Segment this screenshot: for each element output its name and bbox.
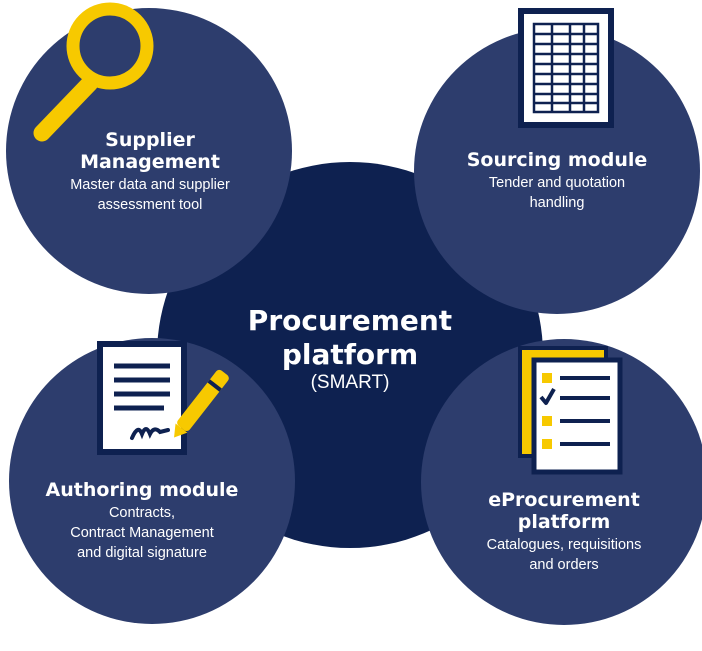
eprocurement-title-line1: eProcurement [488,489,640,511]
center-title: Procurement platform [207,304,493,372]
supplier-desc-line2: assessment tool [97,197,203,213]
eprocurement-desc-line2: and orders [529,557,599,573]
sourcing-desc-line1: Tender and quotation [488,175,626,191]
center-subtitle: (SMART) [310,372,390,393]
spreadsheet-icon [518,8,614,128]
sourcing-module-block: Sourcing module Tender and quotation han… [452,149,662,213]
supplier-management-description: Master data and supplier assessment tool [40,175,260,215]
eprocurement-platform-block: eProcurement platform Catalogues, requis… [457,489,671,575]
supplier-management-block: Supplier Management Master data and supp… [40,129,260,215]
authoring-desc-line1: Contracts, [108,505,176,521]
center-title-line2: platform [281,338,419,371]
sourcing-desc-line2: handling [529,195,585,211]
supplier-title-line1: Supplier [105,129,195,151]
center-block: Procurement platform (SMART) [207,304,493,394]
supplier-desc-line1: Master data and supplier [70,177,230,193]
checklist-icon [518,346,623,475]
sourcing-module-title: Sourcing module [466,149,648,171]
eprocurement-platform-title: eProcurement platform [457,489,671,533]
eprocurement-platform-description: Catalogues, requisitions and orders [457,535,671,575]
supplier-management-title: Supplier Management [40,129,260,173]
signed-document-icon [97,341,229,455]
authoring-module-title: Authoring module [45,479,239,501]
authoring-desc-line2: Contract Management [70,525,214,541]
eprocurement-title-line2: platform [517,511,611,533]
center-title-line1: Procurement [247,304,453,337]
sourcing-module-description: Tender and quotation handling [452,173,662,213]
supplier-title-line2: Management [80,151,220,173]
authoring-module-block: Authoring module Contracts, Contract Man… [32,479,252,563]
magnifying-glass-icon [33,2,154,142]
authoring-module-description: Contracts, Contract Management and digit… [32,503,252,563]
authoring-desc-line3: and digital signature [77,545,207,561]
eprocurement-desc-line1: Catalogues, requisitions [486,537,642,553]
